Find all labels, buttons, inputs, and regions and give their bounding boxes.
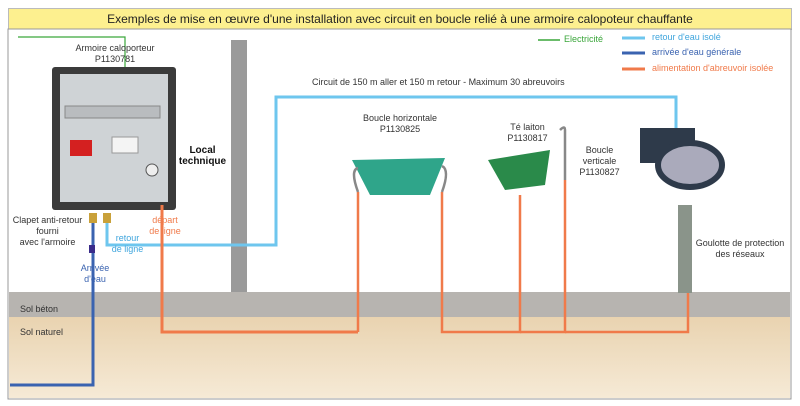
duct-label-1: Goulotte de protection [695, 238, 785, 248]
supply-pipe [160, 205, 358, 334]
horizontal-loop-trough [352, 158, 445, 195]
arrival-label-2: d'eau [84, 274, 106, 284]
tee-label: Té laiton [510, 122, 545, 132]
legend-return: retour d'eau isolé [652, 32, 721, 42]
local-label-2: technique [178, 156, 227, 167]
check-valve-label-2: fourni [36, 226, 59, 236]
check-valve-label-3: avec l'armoire [19, 237, 76, 247]
protection-duct [678, 205, 692, 293]
legend-supply: alimentation d'abreuvoir isolée [652, 63, 774, 73]
vertical-loop-label-1: Boucle [585, 145, 614, 155]
departure-label-2: de ligne [149, 226, 181, 236]
vertical-loop [559, 126, 567, 180]
heated-trough-bowl [655, 140, 725, 190]
cabinet-ref: P1130781 [94, 54, 136, 64]
arrival-pipe [10, 215, 95, 387]
legend-arrival: arrivée d'eau générale [652, 47, 742, 57]
return-pipe [105, 95, 678, 247]
pump [70, 140, 92, 156]
horizontal-loop-ref: P1130825 [379, 124, 421, 134]
circuit-label: Circuit de 150 m aller et 150 m retour -… [312, 77, 565, 87]
tee-ref: P1130817 [507, 133, 548, 143]
check-valve [89, 213, 97, 223]
brass-tee-trough [488, 150, 550, 190]
arrival-label-1: Arrivée [80, 263, 110, 273]
vertical-loop-label-2: verticale [582, 156, 617, 166]
natural-ground [9, 317, 790, 398]
heater-tube [64, 105, 161, 119]
gauge [145, 163, 159, 177]
legend-electricity: Electricité [564, 34, 604, 44]
return-label-1: retour [115, 233, 140, 243]
cabinet-label: Armoire caloporteur [75, 43, 155, 53]
concrete-floor [9, 292, 790, 317]
horizontal-loop-label: Boucle horizontale [362, 113, 438, 123]
concrete-floor-label: Sol béton [20, 304, 59, 314]
local-label-1: Local [189, 145, 216, 156]
wall-pillar [231, 40, 247, 292]
vertical-loop-ref: P1130827 [579, 167, 620, 177]
departure-label-1: départ [152, 215, 178, 225]
return-label-2: de ligne [111, 244, 144, 254]
natural-ground-label: Sol naturel [20, 327, 64, 337]
duct-label-2: des réseaux [715, 249, 765, 259]
thermostat [111, 136, 139, 154]
check-valve-2 [103, 213, 111, 223]
check-valve-label-1: Clapet anti-retour [12, 215, 83, 225]
stop-valve [89, 245, 95, 253]
